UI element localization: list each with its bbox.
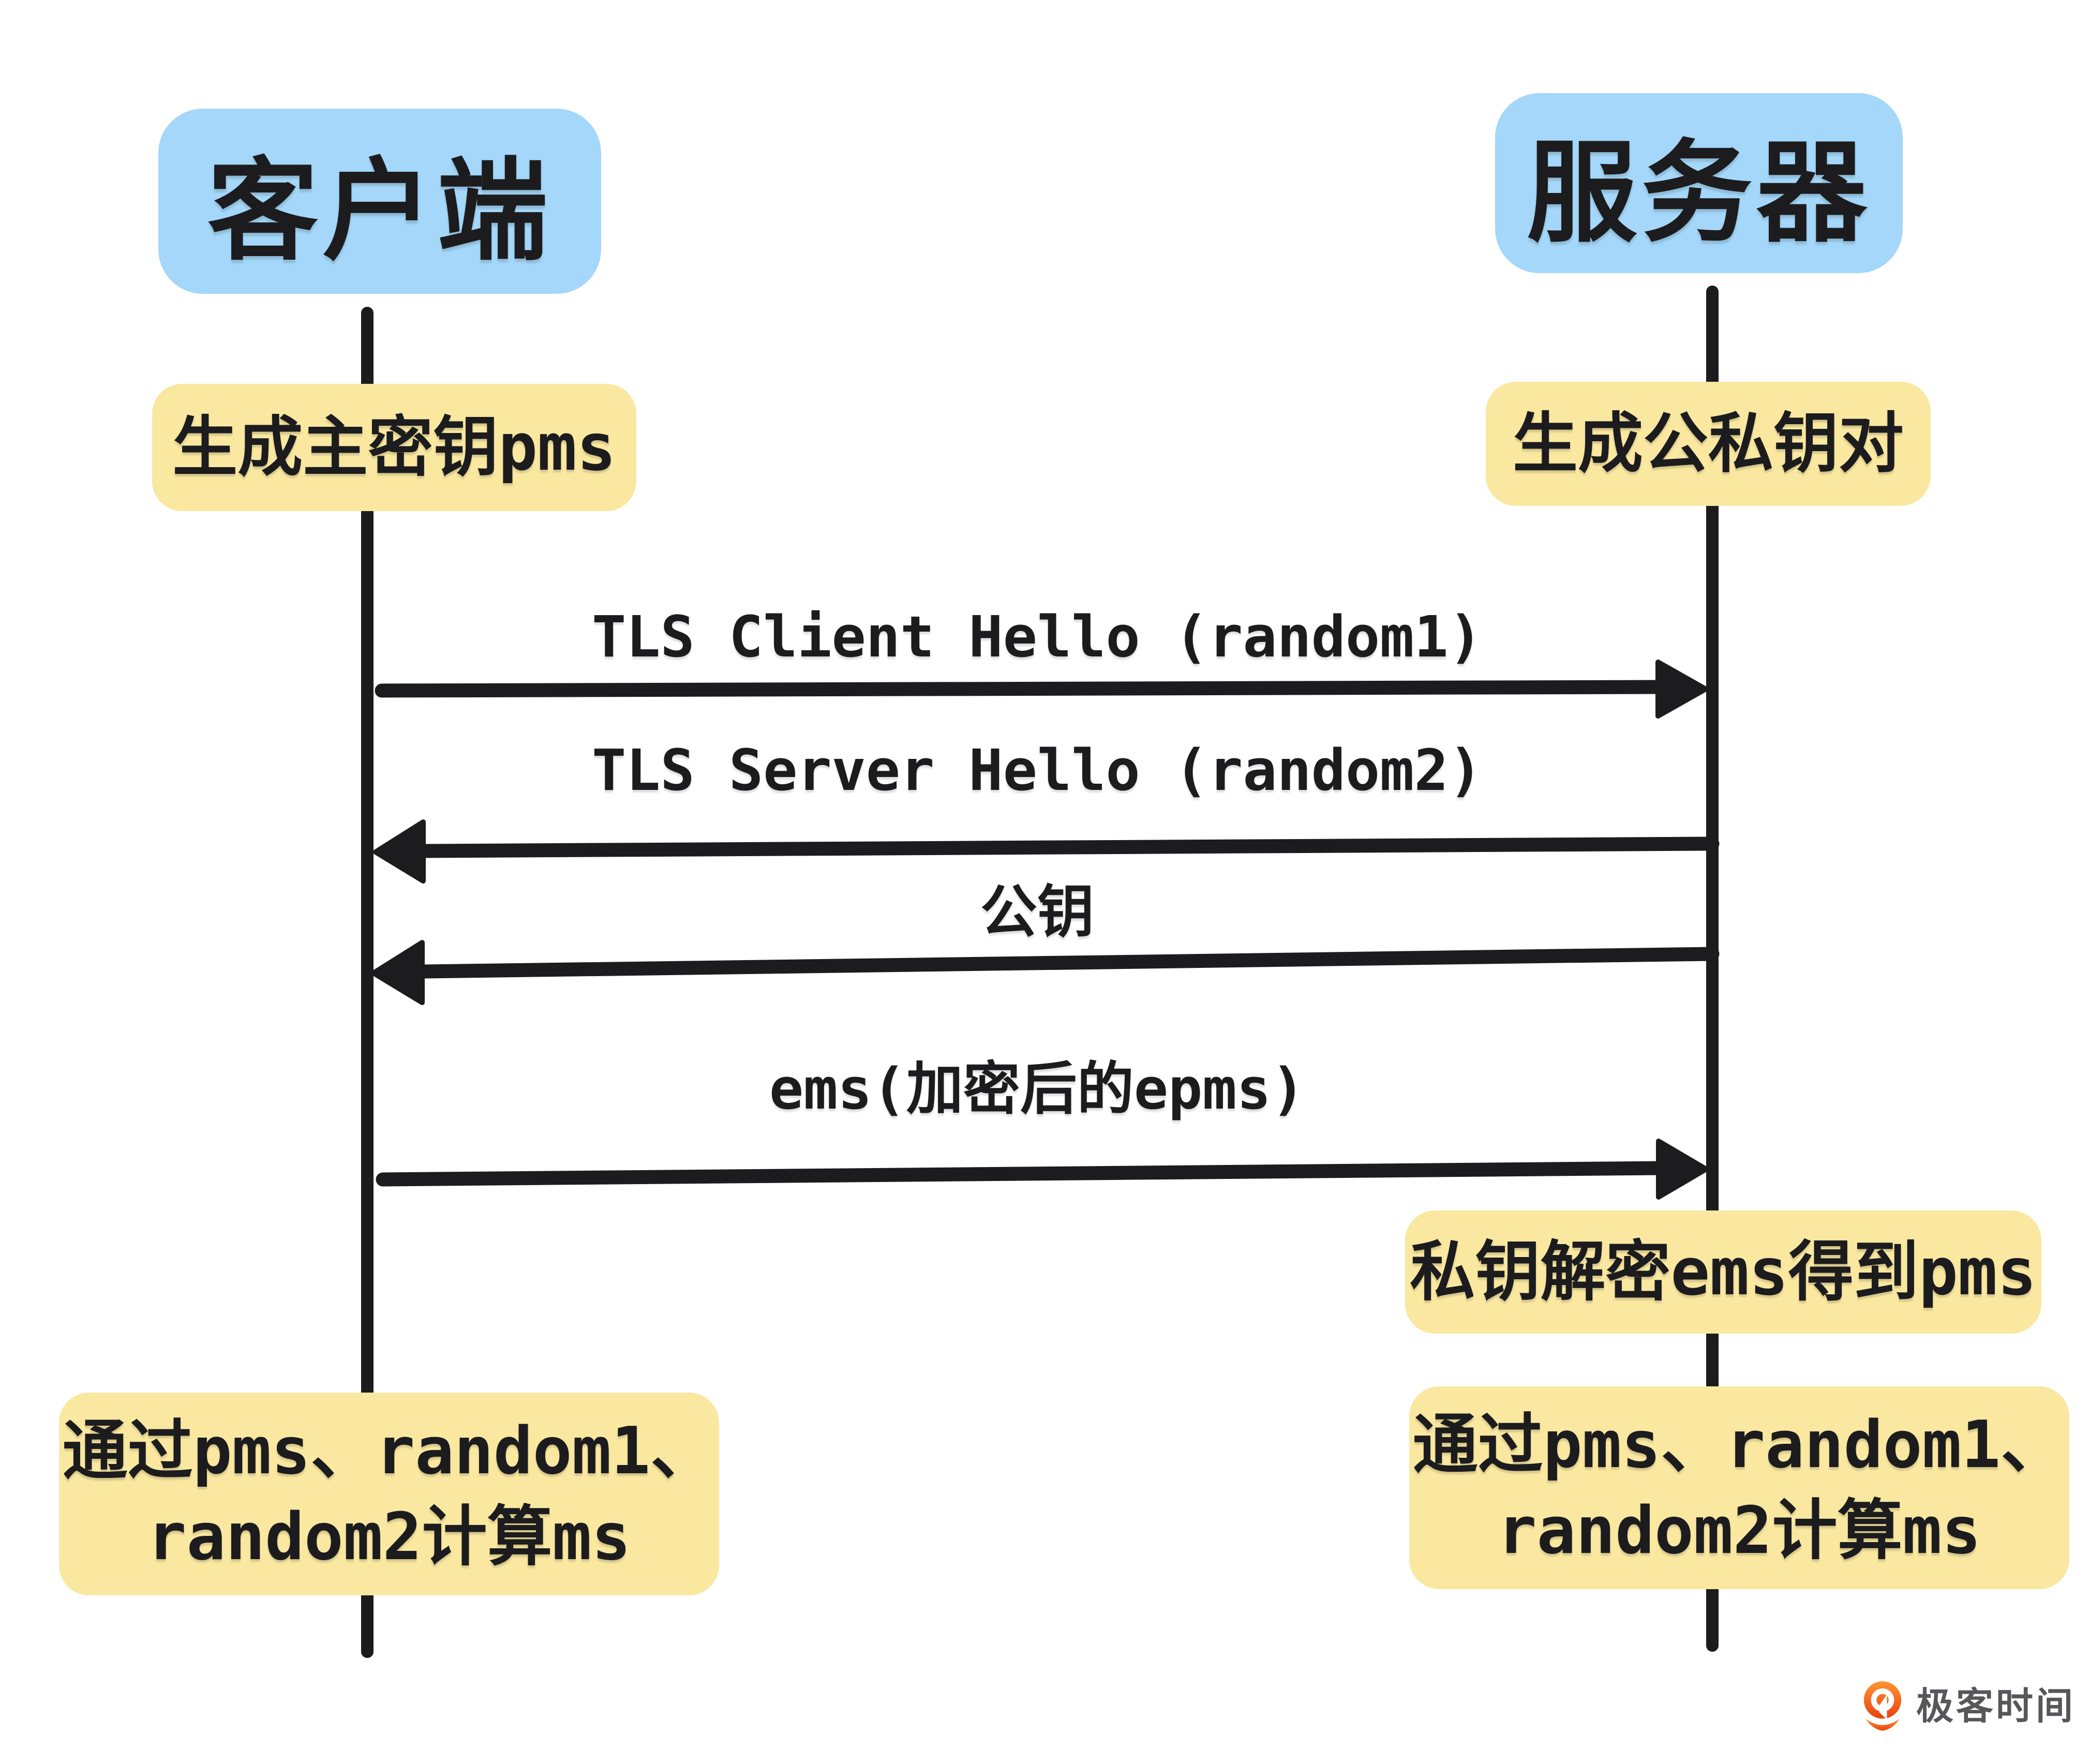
note-generate-pms: 生成主密钥pms bbox=[152, 384, 636, 511]
message-label-tls-client-hello: TLS Client Hello (random1) bbox=[592, 604, 1483, 670]
note-client-compute-ms-line1: 通过pms、random1、 bbox=[62, 1412, 716, 1489]
note-generate-pms-text: 生成主密钥pms bbox=[172, 409, 616, 485]
note-decrypt-ems: 私钥解密ems得到pms bbox=[1405, 1210, 2041, 1334]
message-label-ems: ems(加密后的epms) bbox=[769, 1056, 1306, 1122]
actor-server: 服务器 bbox=[1495, 93, 1903, 273]
note-server-compute-ms-line1: 通过pms、random1、 bbox=[1412, 1406, 2066, 1483]
arrow-left-server-hello bbox=[373, 819, 1720, 884]
arrow-right-ems bbox=[376, 1139, 1709, 1200]
actor-client: 客户端 bbox=[158, 109, 601, 294]
note-generate-keypair: 生成公私钥对 bbox=[1486, 382, 1931, 506]
geektime-logo: 极客时间 bbox=[1860, 1680, 2076, 1733]
message-label-tls-server-hello: TLS Server Hello (random2) bbox=[592, 737, 1483, 803]
note-client-compute-ms-line2: random2计算ms bbox=[147, 1499, 631, 1575]
note-server-compute-ms-line2: random2计算ms bbox=[1497, 1492, 1981, 1568]
message-label-public-key: 公钥 bbox=[980, 879, 1094, 945]
note-generate-keypair-text: 生成公私钥对 bbox=[1513, 405, 1904, 482]
arrow-left-public-key bbox=[371, 940, 1720, 1005]
actor-server-label: 服务器 bbox=[1527, 131, 1871, 255]
arrow-right-client-hello bbox=[375, 660, 1708, 719]
actor-client-label: 客户端 bbox=[207, 150, 552, 273]
geektime-pin-icon bbox=[1863, 1681, 1902, 1731]
geektime-logo-text: 极客时间 bbox=[1916, 1686, 2076, 1727]
note-server-compute-ms: 通过pms、random1、 random2计算ms bbox=[1409, 1386, 2069, 1589]
note-decrypt-ems-text: 私钥解密ems得到pms bbox=[1410, 1233, 2037, 1310]
note-client-compute-ms: 通过pms、random1、 random2计算ms bbox=[59, 1393, 719, 1595]
